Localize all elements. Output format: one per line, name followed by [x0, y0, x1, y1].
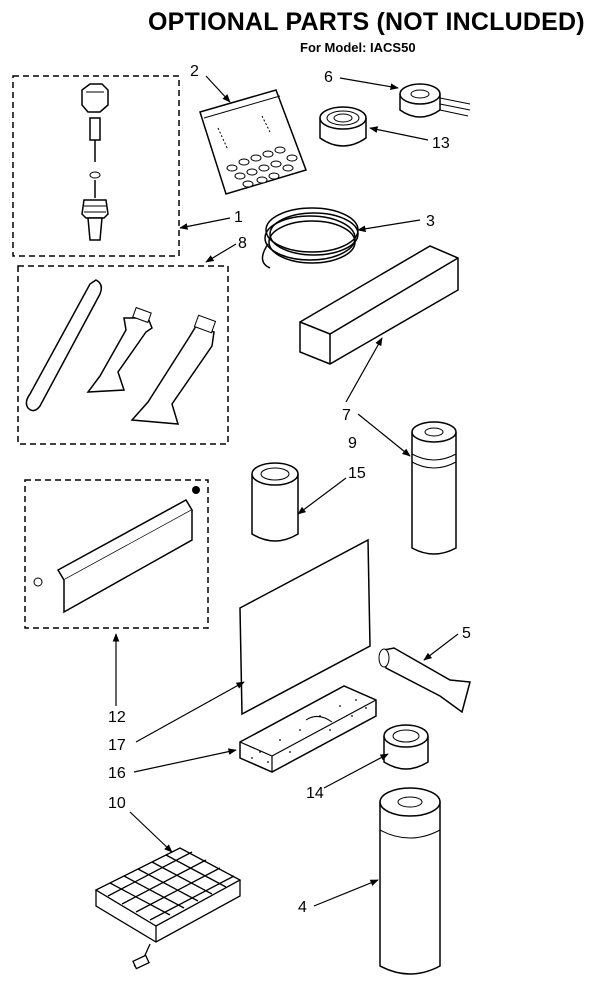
model-label: For Model: IACS50: [300, 40, 416, 55]
callout-5: 5: [462, 625, 471, 642]
callout-7: 7: [342, 407, 351, 424]
part-15-roll: [251, 462, 299, 542]
callout-4: 4: [298, 899, 307, 916]
callout-numbers: 2 6 13 1 3 8 7 9 9 15 5 12 17 16 14 10 4: [108, 63, 471, 916]
part-7-foam-strip: [299, 245, 459, 365]
part-13-coiled-tape: [319, 106, 367, 147]
callout-10: 10: [108, 795, 126, 812]
part-14-small-roll: [383, 724, 429, 770]
callout-9-label: 9: [348, 435, 357, 452]
part-6-tape-roll: [399, 83, 471, 118]
callout-14: 14: [306, 785, 324, 802]
callout-1: 1: [234, 209, 243, 226]
callout-12: 12: [108, 709, 126, 726]
part-1-valve-kit: [12, 75, 180, 257]
part-10-tray: [94, 847, 242, 970]
callout-13: 13: [432, 135, 450, 152]
callout-8: 8: [238, 235, 247, 252]
callout-16: 16: [108, 765, 126, 782]
part-12-mounting-rail: [24, 479, 209, 629]
part-17-panel: [239, 538, 371, 716]
leader-lines: [112, 75, 459, 907]
callout-3: 3: [426, 213, 435, 230]
callout-6: 6: [324, 69, 333, 86]
part-4-large-cylinder: [379, 787, 441, 975]
part-16-foam-block: [239, 685, 377, 773]
callout-2: 2: [190, 63, 199, 80]
callout-17: 17: [108, 737, 126, 754]
callout-15: 15: [348, 465, 366, 482]
part-5-tube: [378, 647, 471, 714]
part-8-sealant-kit: [17, 265, 229, 445]
diagram-title: OPTIONAL PARTS (NOT INCLUDED): [148, 8, 585, 36]
part-2-hardware-bag: [199, 89, 307, 195]
part-9-aerosol-can: [411, 421, 457, 555]
part-3-wire-coil: [261, 207, 359, 269]
